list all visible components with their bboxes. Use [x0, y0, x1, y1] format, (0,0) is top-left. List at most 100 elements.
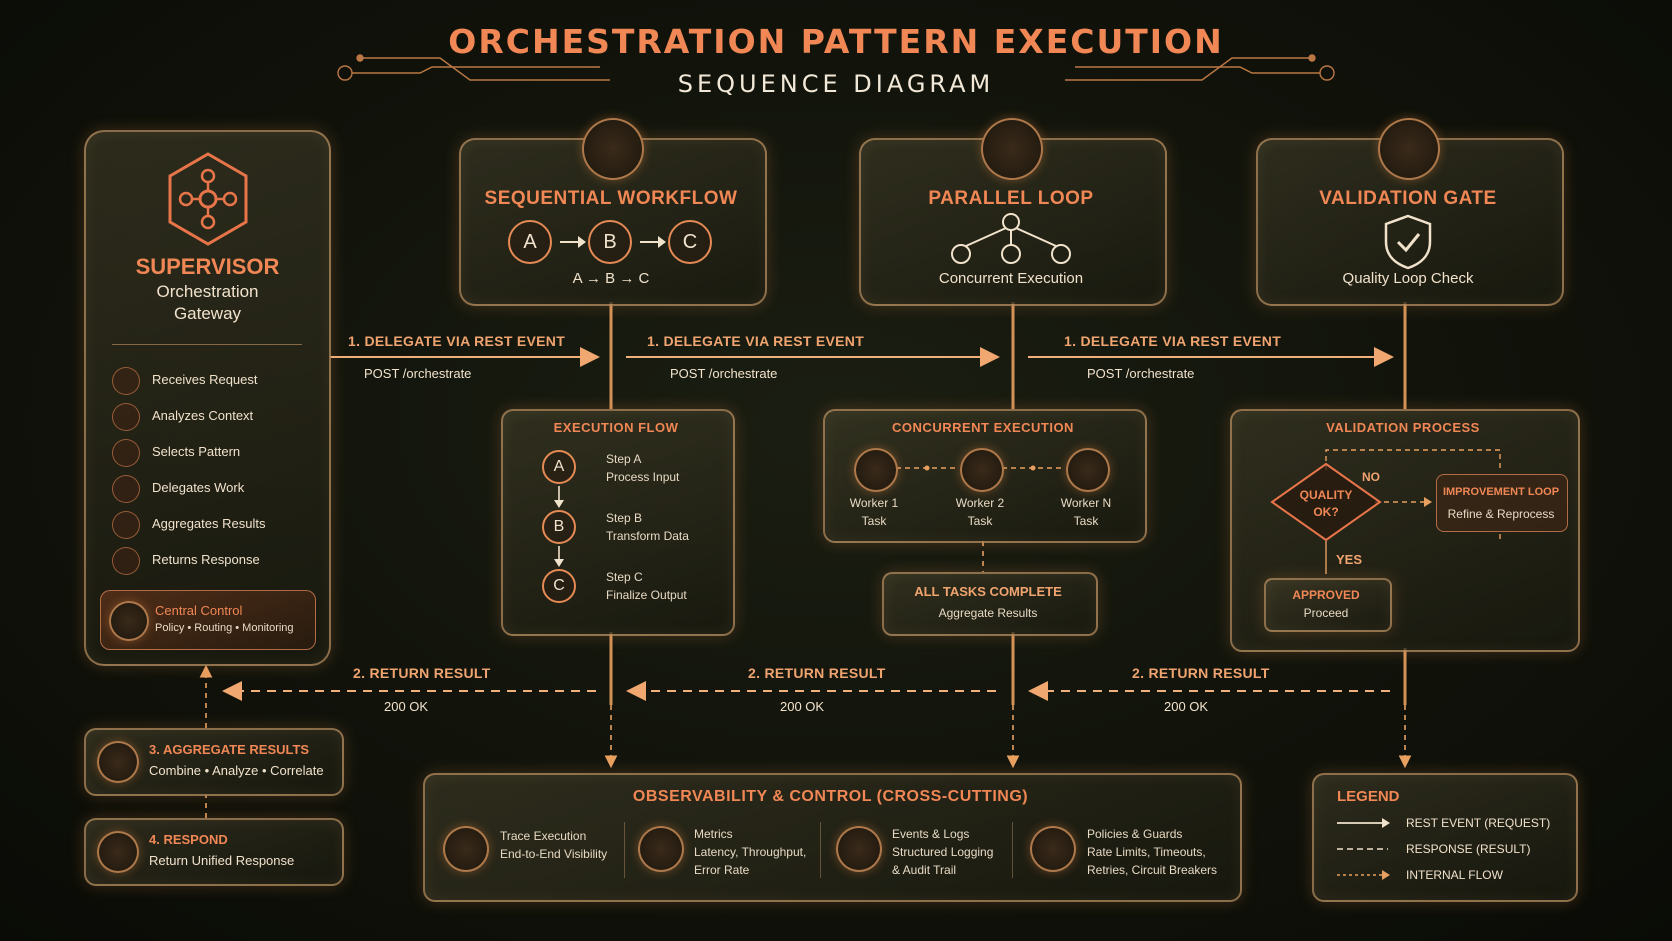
sequential-title: SEQUENTIAL WORKFLOW	[484, 188, 738, 209]
header-decoration	[337, 54, 1335, 81]
parallel-caption: Concurrent Execution	[938, 270, 1084, 287]
node-a: A	[508, 220, 552, 264]
all-tasks-complete-title: ALL TASKS COMPLETE	[914, 584, 1062, 599]
improvement-loop-sub: Refine & Reprocess	[1447, 507, 1555, 521]
delegate-sub-1: POST /orchestrate	[364, 366, 472, 381]
gear-icon	[1066, 448, 1110, 492]
obs-metrics-line2: Latency, Throughput,	[694, 845, 807, 859]
exec-step-b-desc: Transform Data	[606, 529, 689, 543]
supervisor-step-label: Delegates Work	[152, 480, 245, 495]
worker-n-task: Task	[1073, 514, 1099, 528]
sliders-icon	[582, 118, 644, 180]
obs-metrics-line1: Metrics	[694, 827, 733, 841]
observability-title: OBSERVABILITY & CONTROL (CROSS-CUTTING)	[632, 788, 1029, 805]
exec-node-c: C	[542, 569, 576, 603]
worker-n-name: Worker N	[1060, 496, 1112, 510]
node-c: C	[668, 220, 712, 264]
obs-events-line1: Events & Logs	[892, 827, 970, 841]
diagram-subtitle: SEQUENCE DIAGRAM	[677, 70, 995, 98]
bell-icon	[836, 826, 882, 872]
validation-title: VALIDATION GATE	[1319, 188, 1497, 209]
exec-step-a-name: Step A	[606, 452, 642, 466]
worker-2-name: Worker 2	[955, 496, 1005, 510]
shield-check-icon	[1378, 118, 1440, 180]
observability-divider	[1012, 822, 1013, 878]
trace-search-icon	[443, 826, 489, 872]
delegate-label-2: 1. DELEGATE VIA REST EVENT	[647, 333, 865, 349]
approved-sub: Proceed	[1303, 606, 1349, 620]
return-label-2: 2. RETURN RESULT	[748, 665, 886, 681]
obs-events-line2: Structured Logging	[892, 845, 994, 859]
return-sub-3: 200 OK	[1164, 699, 1209, 714]
execution-flow-title: EXECUTION FLOW	[553, 420, 679, 435]
worker-2-task: Task	[967, 514, 993, 528]
obs-policies-line1: Policies & Guards	[1087, 827, 1183, 841]
approved-title: APPROVED	[1292, 588, 1360, 602]
no-label: NO	[1362, 470, 1380, 484]
return-label-1: 2. RETURN RESULT	[353, 665, 491, 681]
exec-step-c-name: Step C	[606, 570, 643, 584]
step-hub-icon	[112, 511, 140, 539]
execution-flow-arrows	[554, 486, 564, 567]
all-tasks-complete-sub: Aggregate Results	[938, 606, 1038, 620]
delegate-sub-2: POST /orchestrate	[670, 366, 778, 381]
supervisor-step-label: Aggregates Results	[152, 516, 266, 531]
obs-metrics-line3: Error Rate	[694, 863, 750, 877]
aggregate-title: 3. AGGREGATE RESULTS	[149, 742, 310, 757]
central-control-title: Central Control	[155, 603, 243, 618]
improvement-loop-title: IMPROVEMENT LOOP	[1442, 486, 1560, 498]
sequential-caption: A → B → C	[572, 270, 650, 287]
supervisor-subtitle-line1: Orchestration	[156, 282, 259, 301]
exec-node-a: A	[542, 450, 576, 484]
observability-panel	[423, 773, 1242, 902]
step-hub-icon	[112, 367, 140, 395]
bar-chart-icon	[97, 741, 139, 783]
check-circle-icon	[97, 831, 139, 873]
supervisor-step-label: Analyzes Context	[152, 408, 254, 423]
quality-diamond-line2: OK?	[1313, 505, 1339, 519]
shield-star-icon	[109, 601, 149, 641]
legend-panel	[1312, 773, 1578, 902]
observability-divider	[820, 822, 821, 878]
all-tasks-complete-card	[882, 572, 1098, 636]
node-b: B	[588, 220, 632, 264]
central-control-card: Central Control Policy • Routing • Monit…	[100, 590, 316, 650]
validation-flow-lines	[1270, 449, 1501, 574]
cycle-icon	[981, 118, 1043, 180]
worker-1-task: Task	[861, 514, 887, 528]
respond-sub: Return Unified Response	[149, 853, 295, 868]
exec-step-b-name: Step B	[606, 511, 643, 525]
legend-item-internal-flow: INTERNAL FLOW	[1406, 868, 1503, 882]
improvement-loop-card	[1436, 474, 1568, 532]
step-hub-icon	[112, 547, 140, 575]
aggregate-sub: Combine • Analyze • Correlate	[149, 763, 324, 778]
gear-icon	[854, 448, 898, 492]
legend-swatches	[1337, 818, 1390, 880]
central-control-subtitle: Policy • Routing • Monitoring	[155, 622, 294, 634]
parallel-tree-icon	[951, 213, 1071, 264]
step-hub-icon	[112, 403, 140, 431]
supervisor-step-label: Receives Request	[152, 372, 258, 387]
shield-icon	[1030, 826, 1076, 872]
validation-caption: Quality Loop Check	[1342, 270, 1474, 287]
supervisor-step-label: Returns Response	[152, 552, 260, 567]
delegate-sub-3: POST /orchestrate	[1087, 366, 1195, 381]
worker-1-name: Worker 1	[849, 496, 899, 510]
parallel-title: PARALLEL LOOP	[928, 188, 1094, 209]
step-hub-icon	[112, 439, 140, 467]
approved-card	[1264, 578, 1392, 632]
obs-policies-line3: Retries, Circuit Breakers	[1087, 863, 1218, 877]
execution-flow-panel	[501, 409, 735, 636]
legend-item-response: RESPONSE (RESULT)	[1406, 842, 1531, 856]
observability-divider	[624, 822, 625, 878]
quality-diamond-line1: QUALITY	[1299, 488, 1353, 502]
shield-check-icon	[1384, 214, 1432, 270]
exec-step-c-desc: Finalize Output	[606, 588, 687, 602]
supervisor-subtitle-line2: Gateway	[173, 304, 242, 323]
supervisor-step-label: Selects Pattern	[152, 444, 241, 459]
concurrent-title: CONCURRENT EXECUTION	[892, 420, 1074, 435]
metrics-chart-icon	[638, 826, 684, 872]
obs-trace-line2: End-to-End Visibility	[500, 847, 608, 861]
supervisor-hub-icon	[168, 152, 248, 246]
